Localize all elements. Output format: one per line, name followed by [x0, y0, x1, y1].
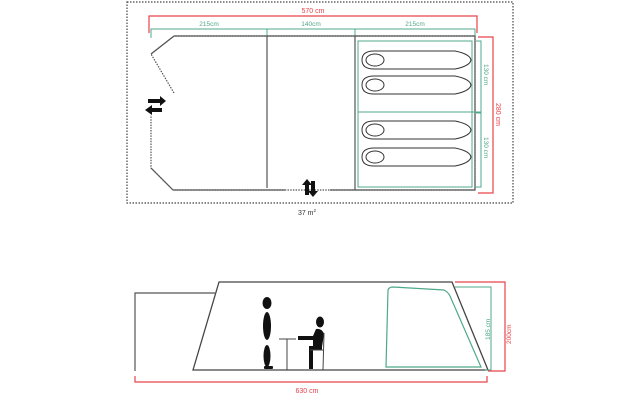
floor-plan: 570 cm 215cm 140cm 215cm 130 cm [126, 1, 514, 217]
cabin-1-width-label: 130 cm [482, 64, 489, 85]
outer-height-dimension [455, 281, 506, 372]
total-length-dimension [148, 15, 478, 33]
width-dimension [478, 36, 494, 194]
side-door-arrows-icon [145, 96, 166, 115]
outer-height-label: 200cm [506, 324, 513, 344]
standing-person-icon [262, 297, 273, 369]
length-label: 630 cm [296, 388, 319, 395]
inner-cabin-outline [385, 286, 482, 368]
segment-3-label: 215cm [405, 21, 425, 28]
width-label: 280 cm [494, 103, 501, 126]
inner-height-dimension [455, 286, 492, 371]
area-label: 37 m2 [298, 208, 317, 217]
cabin-2-width-label: 130 cm [482, 137, 489, 158]
segment-1-label: 215cm [199, 21, 219, 28]
sleeping-bag-icon [361, 50, 472, 167]
tent-outline [150, 35, 476, 191]
seated-person-icon [298, 316, 324, 369]
front-dotted-wall [150, 35, 476, 191]
inner-height-label: 185 cm [485, 319, 492, 340]
table-icon [279, 338, 296, 370]
bedroom-cabin [357, 40, 473, 188]
chair-icon [310, 332, 325, 371]
length-dimension [134, 376, 488, 383]
canopy-outline [134, 292, 215, 371]
tent-side-outline [192, 281, 489, 371]
total-length-label: 570 cm [302, 8, 325, 15]
segment-dimension-line [150, 28, 476, 38]
side-view: 185 cm 200cm 630 cm [134, 281, 513, 395]
footprint-border [126, 1, 514, 204]
front-door-arrows-icon [302, 179, 318, 197]
segment-2-label: 140cm [301, 21, 321, 28]
